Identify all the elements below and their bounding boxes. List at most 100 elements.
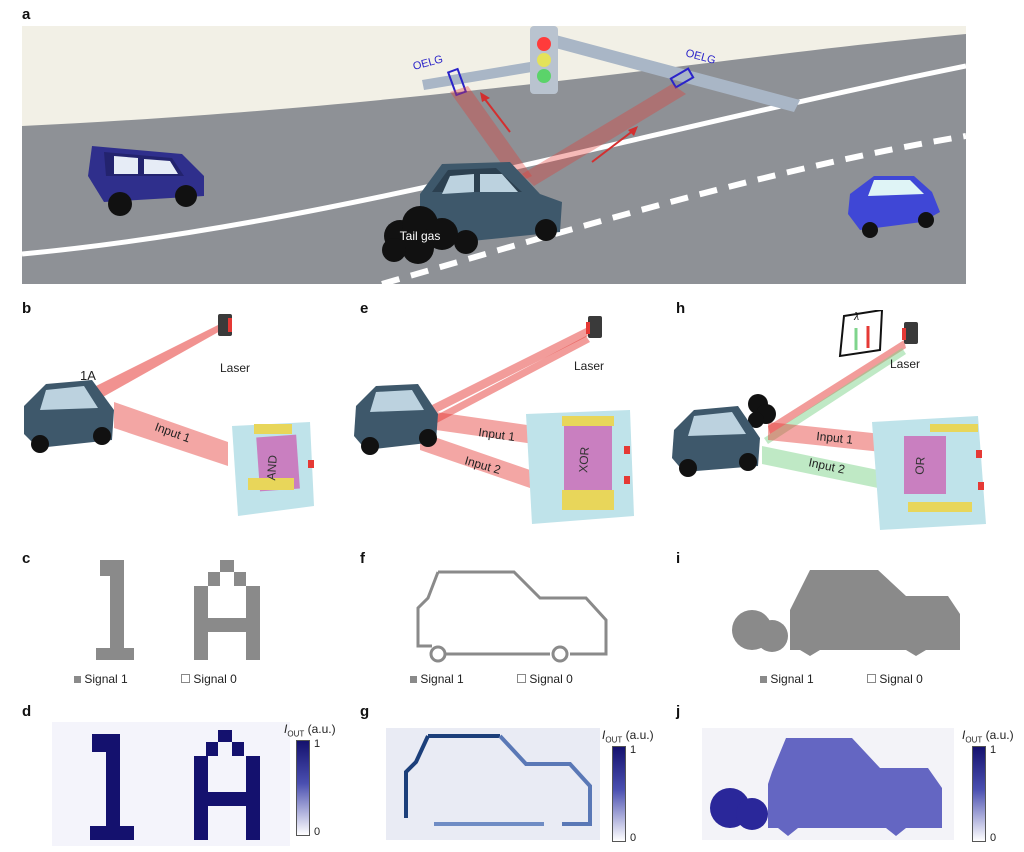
- colorbar-min: 0: [314, 826, 321, 838]
- colorbar-min: 0: [630, 832, 637, 844]
- colorbar-title-sub: OUT: [287, 729, 305, 739]
- output-map-car-outline: [386, 728, 600, 840]
- panel-label-h: h: [676, 300, 686, 317]
- laser-aperture-e: [586, 322, 590, 334]
- oelg-left-box: [446, 67, 468, 97]
- input2-beam-e: [420, 432, 530, 488]
- laser-label-h: Laser: [890, 357, 920, 371]
- input1-beam-e: [422, 410, 548, 446]
- xor-gate-setup: Laser Input 1 Input 2 XOR: [354, 316, 634, 524]
- colorbar-title-main: I: [602, 728, 606, 742]
- gate-label-h: OR: [912, 456, 927, 475]
- panel-label-e: e: [360, 300, 369, 317]
- legend-swatch-signal0: [181, 674, 191, 683]
- letter-a-right-shoulder: [232, 742, 244, 756]
- laser-line-h2: [764, 348, 906, 444]
- colorbar-title: IOUT (a.u.): [602, 728, 654, 744]
- panel-label-g: g: [360, 703, 370, 720]
- colorbar-title-sub: OUT: [605, 735, 623, 745]
- panel-label-c: c: [22, 550, 31, 567]
- colorbar-max: 1: [990, 744, 997, 756]
- legend-label-signal1: Signal 1: [420, 672, 464, 686]
- letter-a-crossbar: [194, 792, 260, 806]
- laser-device-e: [588, 316, 602, 338]
- legend-c: Signal 1 Signal 0: [74, 672, 237, 686]
- outline-top: [438, 570, 608, 656]
- gate-active-area-e: [564, 426, 612, 490]
- arrow-left-head: [480, 92, 490, 102]
- electrode-top-h: [930, 424, 978, 432]
- laser-aperture-b: [228, 318, 232, 332]
- green-light: [537, 69, 551, 83]
- electrode-top-b: [254, 424, 292, 434]
- gate-active-area-b: [256, 434, 300, 492]
- panel-label-j: j: [676, 703, 681, 720]
- colorbar-j: IOUT (a.u.) 1 0: [962, 728, 1020, 846]
- colorbar-gradient: [972, 746, 986, 842]
- legend-label-signal0: Signal 0: [193, 672, 237, 686]
- laser-line-e1: [410, 328, 588, 424]
- arrow-left-line: [483, 97, 511, 133]
- legend-label-signal0: Signal 0: [529, 672, 573, 686]
- legend-label-signal1: Signal 1: [84, 672, 128, 686]
- output-port-h1: [976, 450, 982, 458]
- panel-label-d: d: [22, 703, 32, 720]
- arrow-right-line: [591, 129, 635, 163]
- digit-1-base: [96, 648, 134, 660]
- or-gate-setup: λ Laser Input 1 Input 2 OR: [672, 310, 986, 530]
- letter-a-tip: [218, 730, 232, 742]
- pattern-label-b: 1A: [80, 368, 96, 383]
- legend-i: Signal 1 Signal 0: [760, 672, 923, 686]
- car-h: [672, 406, 760, 477]
- laser-line-h1: [768, 340, 906, 434]
- output-map-car-filled: [702, 728, 954, 840]
- pole-right: [548, 34, 800, 112]
- letter-a-left-shoulder: [208, 572, 220, 586]
- panel-label-a: a: [22, 6, 31, 23]
- wheel-rear: [551, 645, 569, 663]
- electrode-bottom-b: [248, 478, 294, 490]
- yellow-light: [537, 53, 551, 67]
- legend-label-signal0: Signal 0: [879, 672, 923, 686]
- colorbar-min: 0: [990, 832, 997, 844]
- digit-1-base: [90, 826, 134, 840]
- colorbar-title-unit: (a.u.): [982, 728, 1014, 742]
- laser-device-h: [904, 322, 918, 344]
- laser-line-b: [88, 324, 222, 402]
- electrode-top-e: [562, 416, 614, 426]
- colorbar-title-main: I: [284, 722, 288, 736]
- car-b: [24, 380, 114, 453]
- colorbar-gradient: [296, 740, 310, 836]
- digit-1-stem: [110, 560, 124, 660]
- input1-label-e: Input 1: [478, 425, 517, 444]
- red-light: [537, 37, 551, 51]
- output-port-b: [308, 460, 314, 468]
- wavelength-filter-box: [838, 310, 884, 358]
- digit-1-stem: [106, 734, 120, 840]
- pattern-1a: [96, 560, 260, 660]
- outline-rear: [498, 734, 592, 826]
- gas-blob-2: [736, 798, 768, 830]
- output-map-1a: [52, 722, 290, 846]
- electrode-bottom-h: [908, 502, 972, 512]
- letter-a-left-shoulder: [206, 742, 218, 756]
- tail-gas-cloud: [382, 206, 458, 264]
- blue-car: [848, 176, 940, 238]
- colorbar-gradient: [612, 746, 626, 842]
- colorbar-title-sub: OUT: [965, 735, 983, 745]
- street-scene: OELG OELG Tail gas: [22, 26, 966, 284]
- car-body-filled: [790, 570, 960, 656]
- gate-active-area-h: [904, 436, 946, 494]
- colorbar-title-unit: (a.u.): [304, 722, 336, 736]
- car-body-filled: [768, 738, 942, 836]
- colorbar-title: IOUT (a.u.): [284, 722, 336, 738]
- laser-label-b: Laser: [220, 361, 250, 375]
- letter-a-right-shoulder: [234, 572, 246, 586]
- lane-line-dashed: [381, 133, 966, 284]
- laser-beam-left: [450, 86, 532, 184]
- gas-plume-h: [748, 394, 776, 428]
- input1-beam-b: [114, 402, 228, 466]
- arrow-right-head: [628, 126, 638, 136]
- gate-label-b: AND: [264, 454, 280, 481]
- legend-swatch-signal0: [867, 674, 877, 683]
